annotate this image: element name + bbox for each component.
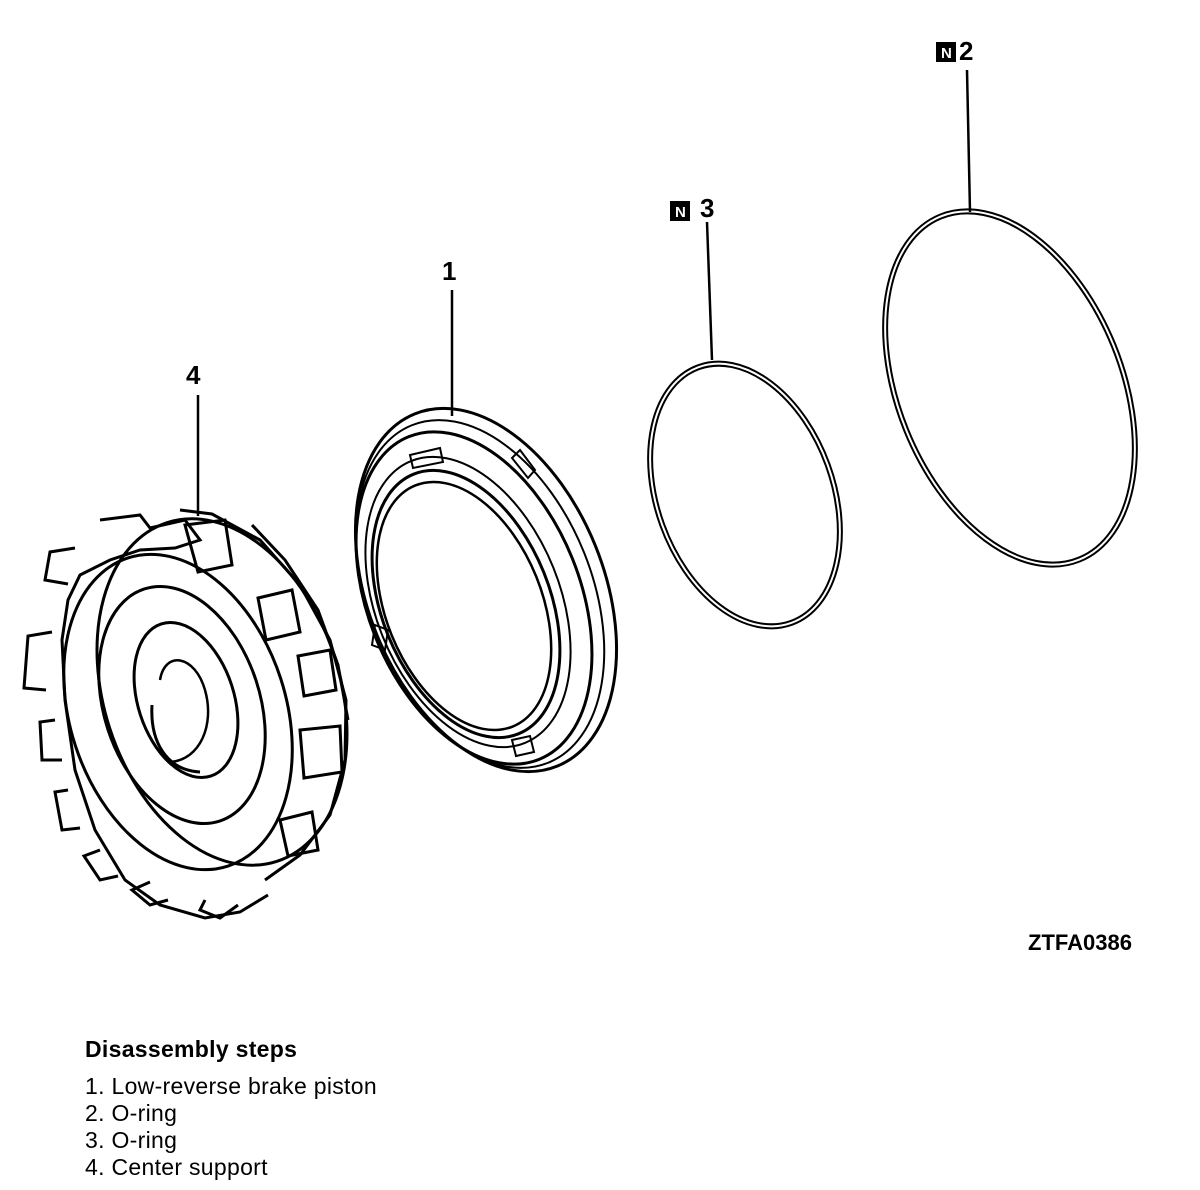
o-ring-small-part <box>647 360 843 630</box>
legend-title: Disassembly steps <box>85 1036 298 1062</box>
o-ring-large-part <box>882 208 1138 568</box>
new-part-badge-3-symbol: N <box>675 204 686 221</box>
step-item: 2. O-ring <box>85 1100 178 1126</box>
disassembly-steps-legend: Disassembly steps 1. Low-reverse brake p… <box>85 1036 685 1181</box>
callout-label-4: 4 <box>186 360 201 390</box>
callout-label-2: 2 <box>959 36 973 66</box>
step-item: 1. Low-reverse brake piston <box>85 1073 377 1099</box>
step-item: 3. O-ring <box>85 1127 178 1153</box>
center-support-part <box>22 508 350 920</box>
leader-line-2 <box>965 69 972 213</box>
figure-reference-code: ZTFA0386 <box>1028 930 1132 955</box>
low-reverse-brake-piston-part <box>353 406 619 774</box>
leader-line-3 <box>705 221 714 361</box>
steps-list: 1. Low-reverse brake piston 2. O-ring 3.… <box>85 1073 685 1181</box>
callout-label-3: 3 <box>700 193 714 223</box>
step-item: 4. Center support <box>85 1154 268 1180</box>
leader-lines <box>196 69 972 516</box>
callout-label-1: 1 <box>442 256 456 286</box>
new-part-badge-2-symbol: N <box>941 45 952 62</box>
new-part-badge-2: N <box>936 42 956 62</box>
new-part-badge-3: N <box>670 201 690 221</box>
